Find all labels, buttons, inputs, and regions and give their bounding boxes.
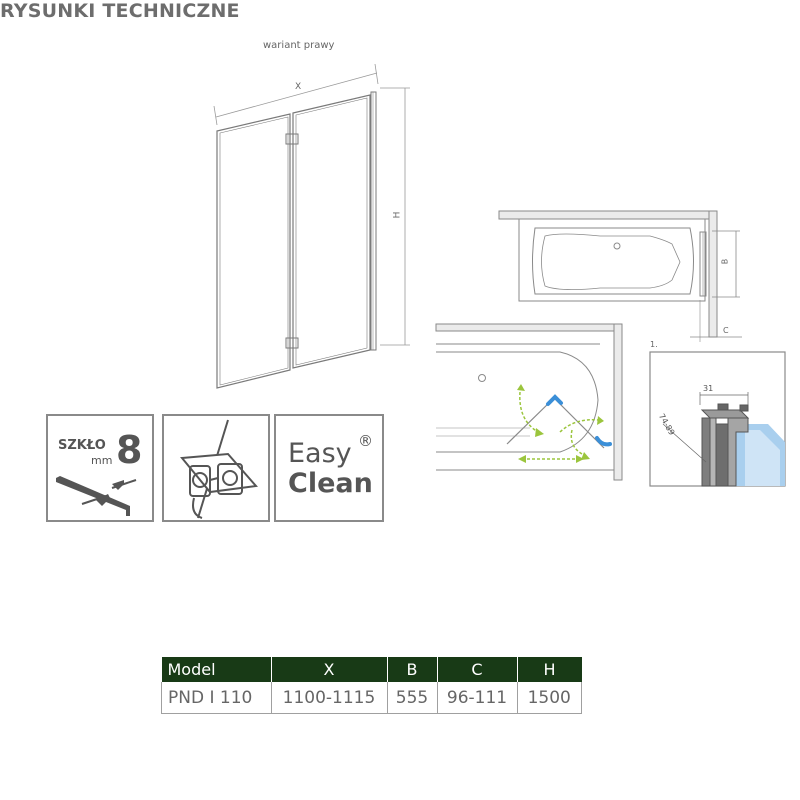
glass-thickness-icon	[56, 476, 137, 516]
header-c: C	[436, 657, 517, 682]
spec-table: Model X B C H PND I 110 1100-1115 555 96…	[161, 657, 582, 714]
easy-clean-mark: ®	[358, 432, 373, 450]
dim-x-label: X	[295, 82, 302, 92]
hinge-badge	[162, 414, 270, 522]
easy-clean-badge: Easy ® Clean	[274, 414, 384, 522]
glass-unit: mm	[91, 454, 113, 467]
table-row: PND I 110 1100-1115 555 96-111 1500	[161, 682, 582, 714]
cell-h: 1500	[516, 682, 582, 714]
header-model: Model	[161, 657, 271, 682]
easy-clean-line1: Easy	[288, 438, 352, 469]
detail-number: 1.	[650, 340, 658, 349]
detail-width-label: 31	[703, 384, 714, 393]
page-title: RYSUNKI TECHNICZNE	[0, 0, 240, 22]
header-b: B	[386, 657, 437, 682]
glass-thickness-badge: SZKŁO mm 8	[46, 414, 154, 522]
hinge-icon	[180, 419, 258, 519]
variant-label: wariant prawy	[263, 40, 335, 51]
cell-model: PND I 110	[161, 682, 272, 714]
easy-clean-line2: Clean	[288, 468, 373, 499]
glass-label: SZKŁO	[58, 438, 106, 453]
spec-table-header: Model X B C H	[161, 657, 582, 682]
cell-c: 96-111	[436, 682, 518, 714]
header-h: H	[516, 657, 582, 682]
glass-value: 8	[116, 428, 143, 472]
dim-c-label: C	[723, 326, 729, 335]
cell-x: 1100-1115	[270, 682, 388, 714]
cell-b: 555	[386, 682, 438, 714]
header-x: X	[270, 657, 387, 682]
